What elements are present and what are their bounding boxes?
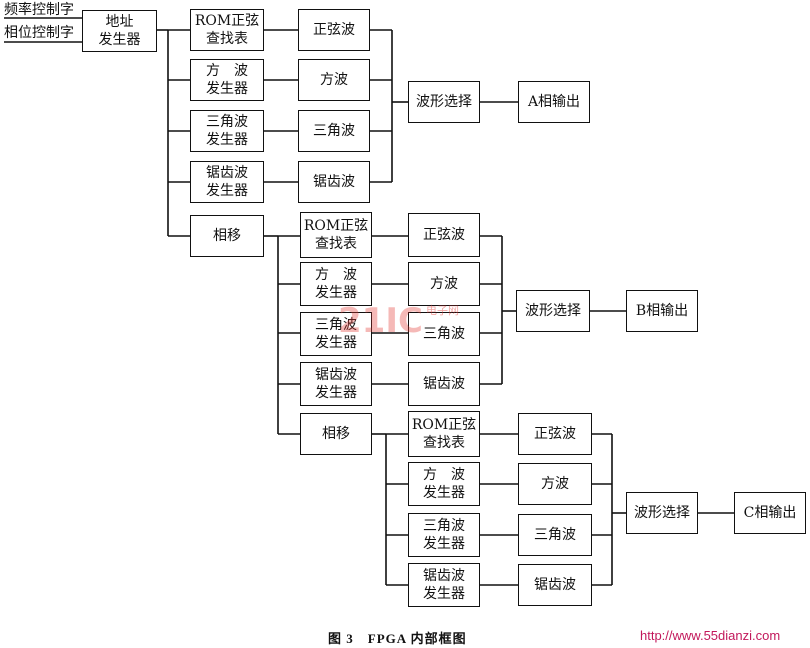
channel-b-sawtooth-wave: 锯齿波 bbox=[408, 362, 480, 406]
freq-control-label: 频率控制字 bbox=[4, 2, 74, 18]
channel-c-square-generator: 方 波 发生器 bbox=[408, 462, 480, 506]
channel-c-sawtooth-wave: 锯齿波 bbox=[518, 564, 592, 606]
channel-c-sawtooth-generator: 锯齿波 发生器 bbox=[408, 563, 480, 607]
phase-shift-c-box: 相移 bbox=[300, 413, 372, 455]
channel-b-rom-sine-table: ROM正弦 查找表 bbox=[300, 212, 372, 258]
channel-b-sine-wave: 正弦波 bbox=[408, 213, 480, 257]
channel-a-waveform-select: 波形选择 bbox=[408, 81, 480, 123]
channel-c-sine-wave: 正弦波 bbox=[518, 413, 592, 455]
channel-a-rom-sine-table: ROM正弦 查找表 bbox=[190, 9, 264, 51]
channel-a-square-wave: 方波 bbox=[298, 59, 370, 101]
channel-a-triangle-wave: 三角波 bbox=[298, 110, 370, 152]
channel-a-sine-wave: 正弦波 bbox=[298, 9, 370, 51]
address-generator-box: 地址 发生器 bbox=[82, 10, 157, 52]
channel-b-triangle-wave: 三角波 bbox=[408, 312, 480, 356]
channel-b-square-generator: 方 波 发生器 bbox=[300, 262, 372, 306]
watermark-url: http://www.55dianzi.com bbox=[640, 628, 781, 643]
channel-b-square-wave: 方波 bbox=[408, 262, 480, 306]
channel-c-rom-sine-table: ROM正弦 查找表 bbox=[408, 411, 480, 457]
channel-c-square-wave: 方波 bbox=[518, 463, 592, 505]
channel-c-output: C相输出 bbox=[734, 492, 806, 534]
channel-c-triangle-wave: 三角波 bbox=[518, 514, 592, 556]
channel-c-triangle-generator: 三角波 发生器 bbox=[408, 513, 480, 557]
channel-a-output: A相输出 bbox=[518, 81, 590, 123]
channel-b-triangle-generator: 三角波 发生器 bbox=[300, 312, 372, 356]
channel-a-triangle-generator: 三角波 发生器 bbox=[190, 110, 264, 152]
channel-a-sawtooth-generator: 锯齿波 发生器 bbox=[190, 161, 264, 203]
phase-shift-b-box: 相移 bbox=[190, 215, 264, 257]
channel-a-sawtooth-wave: 锯齿波 bbox=[298, 161, 370, 203]
phase-control-label: 相位控制字 bbox=[4, 25, 74, 41]
channel-a-square-generator: 方 波 发生器 bbox=[190, 59, 264, 101]
channel-b-output: B相输出 bbox=[626, 290, 698, 332]
channel-c-waveform-select: 波形选择 bbox=[626, 492, 698, 534]
figure-caption: 图 3 FPGA 内部框图 bbox=[328, 631, 467, 646]
channel-b-waveform-select: 波形选择 bbox=[516, 290, 590, 332]
channel-b-sawtooth-generator: 锯齿波 发生器 bbox=[300, 362, 372, 406]
